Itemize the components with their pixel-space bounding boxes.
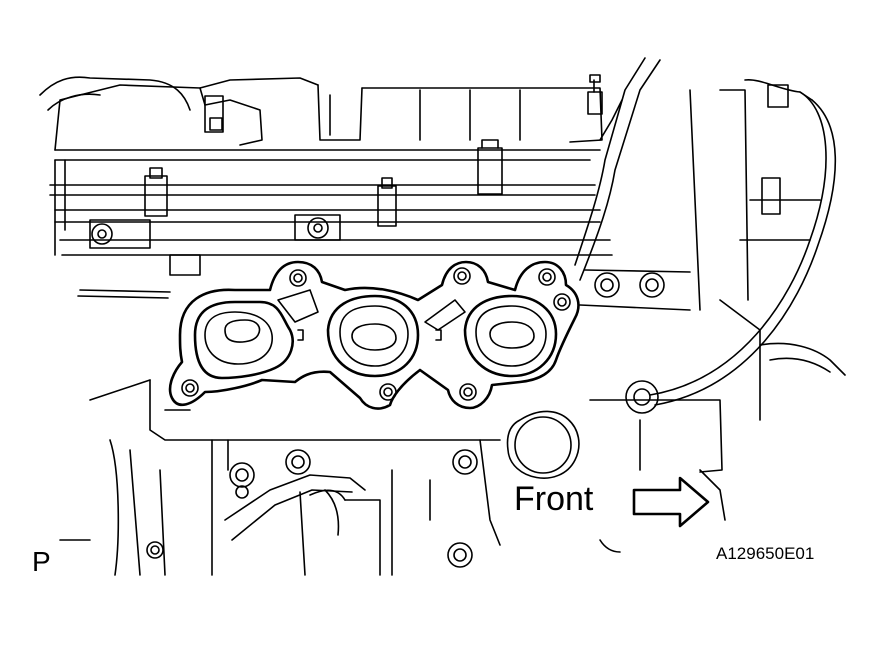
exhaust-manifold-gasket xyxy=(168,260,580,410)
engine-block-lower xyxy=(59,379,726,576)
view-label: P xyxy=(32,546,51,577)
manifold-ports xyxy=(181,267,571,401)
cylinder-head xyxy=(49,139,613,299)
front-arrow-icon xyxy=(632,476,710,528)
front-direction-label: Front xyxy=(514,480,594,518)
upper-engine-cover xyxy=(39,74,623,151)
figure-id-label: A129650E01 xyxy=(716,544,815,563)
intake-air-duct xyxy=(574,57,846,421)
